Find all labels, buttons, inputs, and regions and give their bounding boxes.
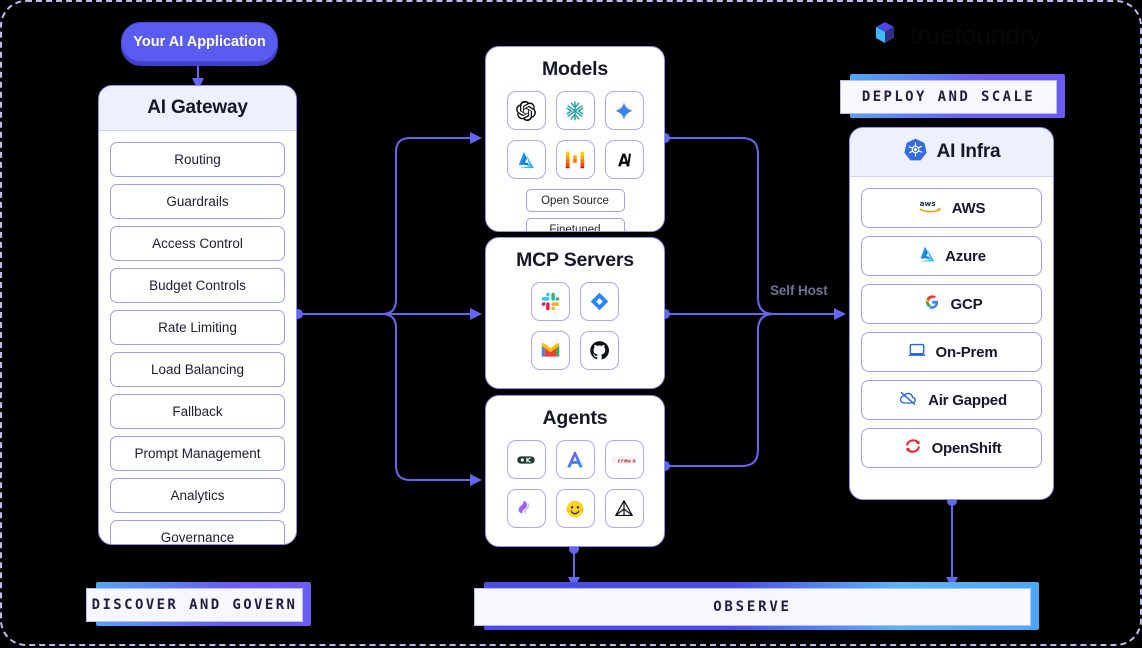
huggingface-icon[interactable]: [555, 489, 595, 528]
laptop-icon: [906, 340, 928, 364]
arrowhead-models-in: [470, 132, 482, 144]
infra-item-air-gapped-label: Air Gapped: [928, 391, 1007, 409]
arrowhead-agents-in: [470, 474, 482, 486]
truefoundry-cube-icon: [870, 18, 900, 53]
infra-item-on-prem-label: On-Prem: [935, 343, 998, 361]
openshift-icon: [902, 436, 924, 460]
svg-text:ai: ai: [632, 458, 636, 464]
jira-icon[interactable]: [580, 282, 619, 321]
ai-gateway-card: AI Gateway Routing Guardrails Access Con…: [98, 85, 297, 545]
infra-item-aws[interactable]: aws AWS: [861, 188, 1042, 228]
svg-text:aws: aws: [919, 199, 935, 208]
infra-item-air-gapped[interactable]: Air Gapped: [861, 380, 1042, 420]
gateway-item-fallback[interactable]: Fallback: [110, 394, 285, 429]
ai-infra-item-list: aws AWS Azure: [850, 177, 1053, 479]
infra-item-gcp[interactable]: GCP: [861, 284, 1042, 324]
langchain-icon[interactable]: [506, 440, 546, 479]
gateway-item-routing[interactable]: Routing: [110, 142, 285, 177]
ai-infra-header: AI Infra: [850, 128, 1053, 177]
ai-infra-card: AI Infra aws AWS: [849, 127, 1054, 500]
mcp-icon-grid: [506, 272, 644, 370]
banner-deploy-label: DEPLOY AND SCALE: [840, 80, 1057, 114]
azure-icon: [917, 244, 937, 268]
gateway-item-prompt-management[interactable]: Prompt Management: [110, 436, 285, 471]
brand-wordmark: truefoundry: [910, 20, 1042, 50]
github-icon[interactable]: [580, 331, 619, 370]
gateway-item-load-balancing[interactable]: Load Balancing: [110, 352, 285, 387]
kubernetes-icon: [903, 137, 928, 168]
infra-item-on-prem[interactable]: On-Prem: [861, 332, 1042, 372]
gateway-item-access-control[interactable]: Access Control: [110, 226, 285, 261]
brand-logo: truefoundry: [870, 18, 1042, 53]
ai-gateway-title: AI Gateway: [99, 86, 296, 131]
your-ai-application-pill[interactable]: Your AI Application: [121, 22, 278, 62]
gateway-item-budget-controls[interactable]: Budget Controls: [110, 268, 285, 303]
models-tag-row: Open Source Finetuned: [486, 179, 664, 231]
gemini-sparkle-icon[interactable]: [604, 91, 644, 130]
slack-icon[interactable]: [531, 282, 570, 321]
gateway-item-rate-limiting[interactable]: Rate Limiting: [110, 310, 285, 345]
mcp-servers-title: MCP Servers: [516, 249, 634, 271]
wire-agents-to-infra: [665, 313, 834, 467]
agents-card: Agents crew ai: [485, 395, 665, 547]
gateway-item-guardrails[interactable]: Guardrails: [110, 184, 285, 219]
deepseek-icon[interactable]: [555, 91, 595, 130]
wire-gateway-to-models: [298, 137, 470, 315]
self-host-label: Self Host: [770, 283, 828, 298]
infra-item-azure[interactable]: Azure: [861, 236, 1042, 276]
banner-discover-and-govern: DISCOVER AND GOVERN: [86, 582, 311, 626]
agents-title: Agents: [542, 407, 608, 429]
pydantic-icon[interactable]: [604, 489, 644, 528]
gmail-icon[interactable]: [531, 331, 570, 370]
infra-item-openshift[interactable]: OpenShift: [861, 428, 1042, 468]
arrowhead-mcp-in: [470, 308, 482, 320]
banner-deploy-and-scale: DEPLOY AND SCALE: [840, 74, 1065, 118]
openai-icon[interactable]: [506, 91, 546, 130]
gateway-item-governance[interactable]: Governance: [110, 520, 285, 544]
mcp-servers-card: MCP Servers: [485, 237, 665, 389]
ai-gateway-feature-list: Routing Guardrails Access Control Budget…: [99, 131, 296, 544]
wire-gateway-to-agents: [298, 313, 470, 481]
infra-item-azure-label: Azure: [945, 247, 986, 265]
banner-discover-label: DISCOVER AND GOVERN: [86, 588, 303, 622]
cloud-off-icon: [896, 388, 920, 412]
models-title: Models: [542, 58, 608, 80]
infra-item-gcp-label: GCP: [950, 295, 983, 313]
gateway-item-analytics[interactable]: Analytics: [110, 478, 285, 513]
tag-finetuned[interactable]: Finetuned: [525, 218, 625, 231]
tag-open-source[interactable]: Open Source: [525, 189, 625, 212]
models-icon-grid: [486, 81, 664, 179]
infra-item-aws-label: AWS: [951, 199, 986, 217]
mistral-icon[interactable]: [555, 140, 595, 179]
ai-infra-title: AI Infra: [936, 141, 1001, 162]
agno-icon[interactable]: [555, 440, 595, 479]
n8n-icon[interactable]: [506, 489, 546, 528]
infra-item-openshift-label: OpenShift: [931, 439, 1002, 457]
banner-observe-label: OBSERVE: [474, 588, 1031, 626]
svg-text:crew: crew: [618, 458, 632, 464]
aws-icon: aws: [918, 197, 944, 219]
models-card: Models: [485, 46, 665, 232]
gcp-icon: [921, 292, 943, 316]
banner-observe: OBSERVE: [474, 582, 1039, 630]
azure-icon[interactable]: [506, 140, 546, 179]
arrowhead-infra-in: [834, 308, 846, 320]
agents-icon-grid: crew ai: [486, 430, 664, 528]
anthropic-icon[interactable]: [604, 140, 644, 179]
crewai-icon[interactable]: crew ai: [604, 440, 644, 479]
